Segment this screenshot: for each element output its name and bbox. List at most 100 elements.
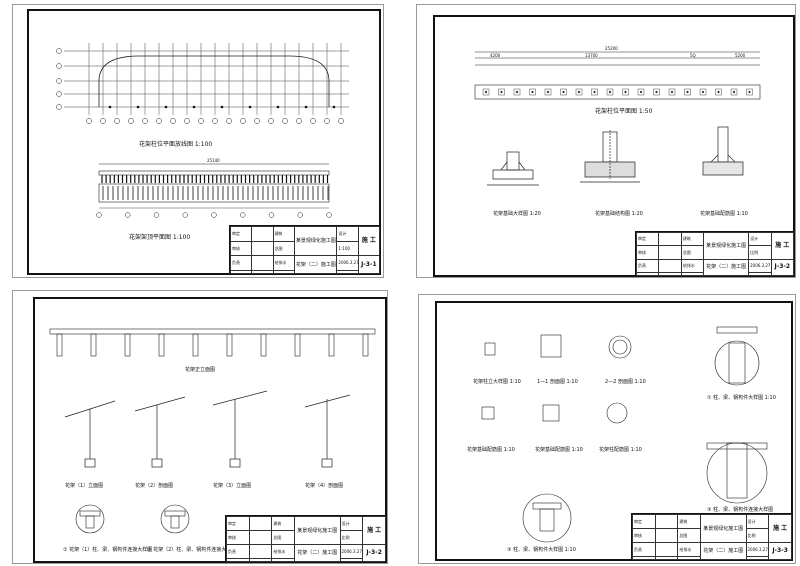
column-point [276,105,280,109]
column-point [732,90,736,94]
project-name: 某景观绿化施工图 [700,513,747,544]
grid-lines [64,50,349,108]
column-point [220,105,224,109]
foundation-detail-1 [487,151,539,186]
column-point [577,90,581,94]
plan-curved-outline [98,55,330,107]
drawing-name: 花架（二）施工图 [700,542,747,560]
column-point [500,90,503,94]
axis-bubble [198,118,204,124]
tb-cell: 建筑 [272,226,295,242]
axis-bubble [156,118,162,124]
row-bubbles [56,48,62,110]
sheet-number: J-3-2 [770,258,795,277]
sheet-number: J-3-3 [768,542,792,560]
column-base [498,88,505,96]
drawing-name: 花架（二）施工图 [703,258,750,277]
column-base [529,88,536,96]
axis-bubble [96,212,102,218]
project-name: 某景观绿化施工图 [703,232,750,260]
axis-bubble [268,212,275,218]
axis-bubble [142,118,148,124]
elevation-title: 花架正立面图 [185,366,215,373]
date-value: 2006.3.27 [745,542,770,558]
column-point [531,90,534,94]
detail-title: ③ 柱、梁、钢构件大样图 1:10 [507,546,576,553]
drawing-frame-1: 花架柱位平面放线图 1:100 25140 花架架顶平面图 1:100 审定建筑… [27,9,381,275]
axis-bubble [296,118,302,124]
pergola-column [90,333,97,357]
axis-bubble [226,118,232,124]
axis-bubble [184,118,190,124]
section-title: 花架（2）剖面图 [135,482,173,489]
section-2 [134,396,186,468]
project-name: 某景观绿化施工图 [293,225,338,257]
column-point [108,105,112,109]
stage-label: 施 工 [770,232,795,260]
column-base [622,88,629,96]
pergola-column [192,333,199,357]
section-1-1 [540,334,562,358]
connection-detail-2 [160,504,190,534]
column-point [624,90,627,94]
drawing-frame-2: 25200 4200 13700 5Q 5200 花架柱位平面图 1:50 花架… [433,15,795,277]
column-base [591,88,598,96]
tb-cell: 总图 [272,240,295,257]
drawing-sheet-3[interactable]: 花架正立面图 花架（1）立面图 花架（2）剖面图 花架（3）立面图 [12,290,388,564]
column-point [136,105,140,109]
section-3 [212,390,268,468]
tb-cell: 审核 [229,240,253,257]
detail-title: ② 花架（2）柱、梁、钢构件连接大样图 [147,546,236,553]
axis-bubble [211,212,217,218]
elev-title: 花架架顶平面图 1:100 [129,233,190,241]
drawing-sheet-2[interactable]: 25200 4200 13700 5Q 5200 花架柱位平面图 1:50 花架… [416,4,796,278]
detail-title: 花架柱立大样图 1:10 [473,378,521,385]
beam-column-detail-3 [522,493,572,543]
column-base [544,88,552,96]
column-point [686,90,689,94]
foundation-detail-3 [702,126,744,176]
column-base [575,88,583,96]
axis-bubble [125,212,131,218]
tb-cell: 审定 [229,226,253,242]
found-rebar-2 [542,404,560,422]
pergola-column [294,333,301,357]
axis-bubble [297,212,303,218]
column-point [546,90,550,94]
column-point [655,90,658,94]
axis-bubble [114,118,120,124]
axis-bubble [128,118,134,124]
axis-bubble [86,118,92,124]
column-point [670,90,674,94]
date-value: 2006.3.27 [748,258,772,274]
detail-title: 花架基础大样图 1:20 [493,210,541,217]
drawing-sheet-1[interactable]: 花架柱位平面放线图 1:100 25140 花架架顶平面图 1:100 审定建筑… [12,4,384,278]
axis-bubble [240,212,246,218]
scale-value: 1:100 [336,240,359,257]
column-detail [484,342,496,356]
column-base [606,88,614,96]
axis-bubble [324,118,330,124]
dim-label: 13700 [585,53,598,58]
column-base [668,88,676,96]
axis-bubble [182,212,188,218]
sheet4-drawing: 花架柱立大样图 1:10 1—1 剖面图 1:10 2—2 剖面图 1:10 花… [467,326,776,553]
column-point [164,105,168,109]
axis-bubble [338,118,344,124]
date-value: 2006.3.27 [339,544,364,560]
section-1 [64,400,116,468]
detail-title: 花架基础结构图 1:20 [595,210,643,217]
drawing-sheet-4[interactable]: 花架柱立大样图 1:10 1—1 剖面图 1:10 2—2 剖面图 1:10 花… [418,294,796,564]
sheet2-drawing: 25200 4200 13700 5Q 5200 花架柱位平面图 1:50 花架… [474,46,761,217]
column-base [699,88,707,96]
detail-title: 花架基础配筋图 1:10 [467,446,515,453]
plan-title: 花架柱位平面放线图 1:100 [139,140,212,148]
section-title: 花架（3）立面图 [213,482,251,489]
tb-cell: 负责 [229,255,253,272]
section-2-2 [608,335,632,359]
project-name: 某景观绿化施工图 [294,515,341,546]
axis-bubble [240,118,246,124]
